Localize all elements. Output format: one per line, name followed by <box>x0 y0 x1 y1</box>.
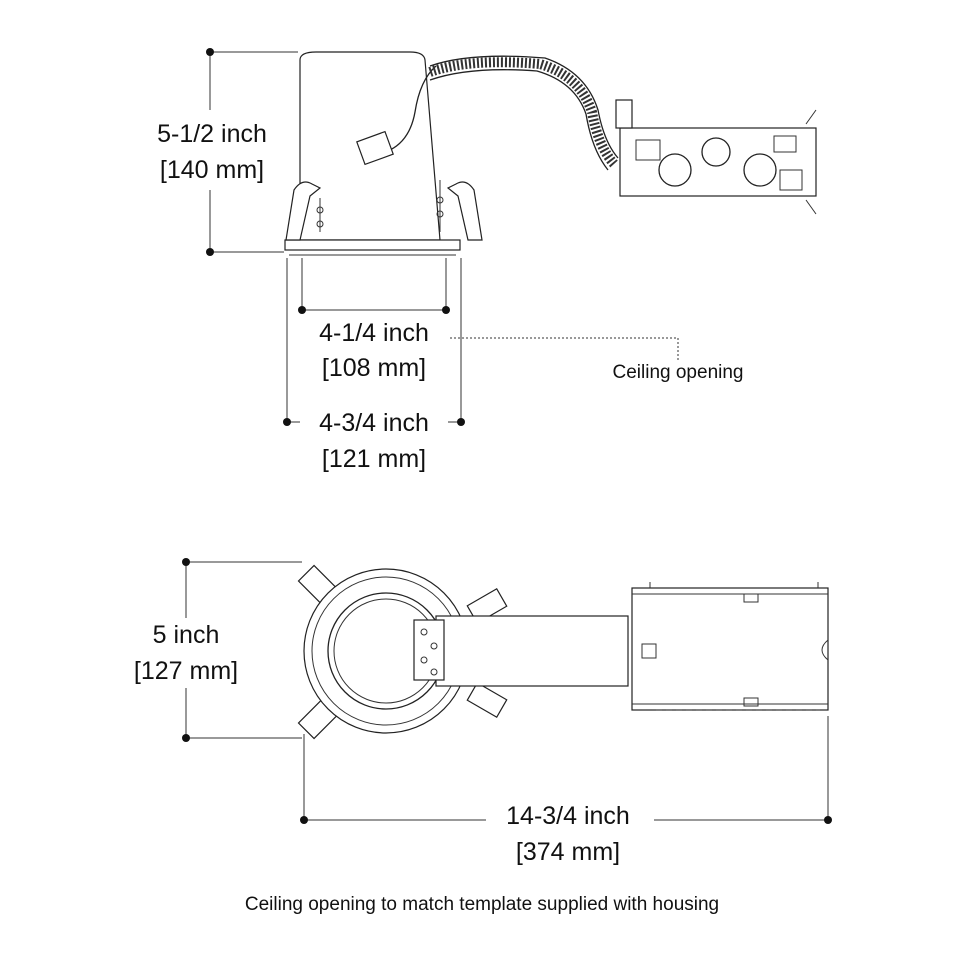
length-imperial: 14-3/4 inch <box>506 802 630 830</box>
flex-conduit <box>428 57 618 168</box>
top-view <box>297 564 829 740</box>
height-imperial: 5-1/2 inch <box>157 120 267 148</box>
junction-box <box>619 127 817 197</box>
width-metric: [127 mm] <box>134 657 238 685</box>
width-dimension: 5 inch [127 mm] <box>120 558 302 742</box>
knockout <box>658 153 692 187</box>
aperture-dimension: 4-1/4 inch [108 mm] Ceiling opening <box>298 258 744 383</box>
width-imperial: 5 inch <box>153 621 220 649</box>
mounting-arm <box>435 615 629 687</box>
junction-box-top <box>631 587 829 711</box>
height-dimension: 5-1/2 inch [140 mm] <box>140 48 298 256</box>
length-dimension: 14-3/4 inch [374 mm] <box>300 716 832 866</box>
trim-metric: [121 mm] <box>322 445 426 473</box>
length-metric: [374 mm] <box>516 838 620 866</box>
lamp-socket <box>356 130 394 166</box>
trim-dimension: 4-3/4 inch [121 mm] <box>283 258 465 473</box>
socket-wire <box>389 65 437 151</box>
side-view <box>284 51 817 256</box>
mounting-clip-left <box>285 181 322 241</box>
trim-imperial: 4-3/4 inch <box>319 409 429 437</box>
ceiling-opening-callout: Ceiling opening <box>613 362 744 383</box>
housing-flange <box>284 239 461 251</box>
mounting-clip-right <box>446 181 483 241</box>
aperture-imperial: 4-1/4 inch <box>319 319 429 347</box>
aperture-metric: [108 mm] <box>322 354 426 382</box>
footnote: Ceiling opening to match template suppli… <box>245 894 719 915</box>
height-metric: [140 mm] <box>160 156 264 184</box>
